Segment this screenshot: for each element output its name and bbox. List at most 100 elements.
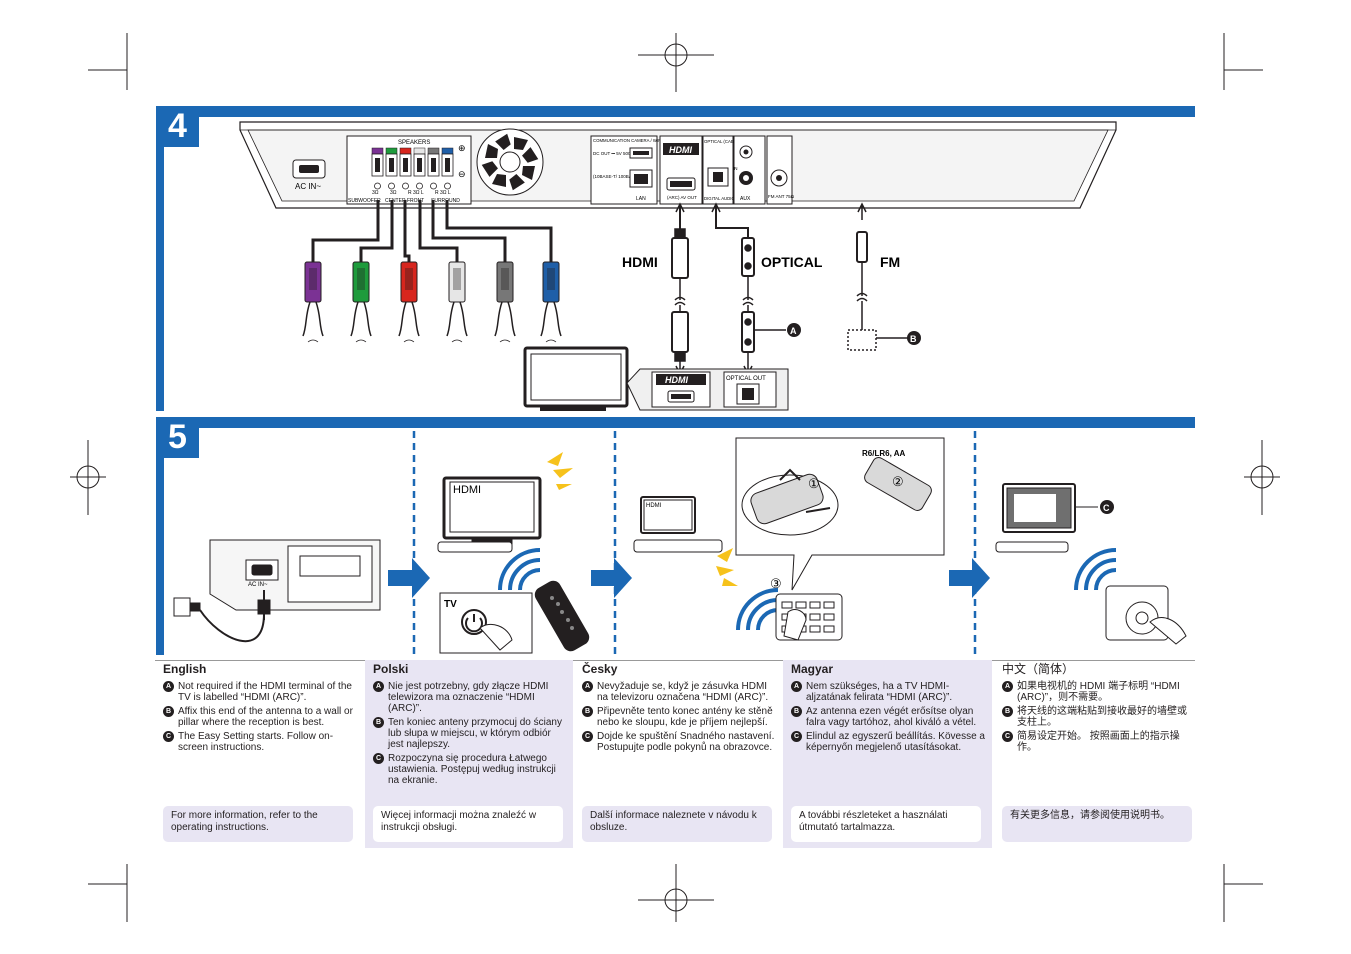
tv-power-button-callout [439,592,533,654]
signal-waves-icon [498,548,541,591]
step5-top-bar [156,417,1195,428]
lang-title: English [163,662,207,676]
marker-c: C [1103,503,1110,513]
marker-b-icon: B [1002,706,1013,717]
speaker-plug [350,261,372,343]
ohm-sub: 3Ω [372,190,379,196]
optical-cable-label: OPTICAL [761,254,823,270]
ohm-surround: R 3Ω L [435,190,451,196]
marker-c-icon: C [373,753,384,764]
marker-a-icon: A [1002,681,1013,692]
tv-optical-out-label: OPTICAL OUT [726,376,766,382]
ac-in-small-label: AC IN~ [248,582,268,588]
marker-b-icon: B [582,706,593,717]
fan-blade [485,144,498,158]
remote-control-icon [534,580,590,652]
comm-label: COMMUNICATION CAMERA / WIRELESS LAN [593,138,685,143]
marker-b-icon: B [163,706,174,717]
aux-label: AUX [740,196,751,202]
marker-a-icon: A [791,681,802,692]
battery-callout [735,437,945,591]
fm-block [766,135,793,205]
info-box: Další informace naleznete v návodu k obs… [582,806,772,842]
speaker-plug [540,261,562,343]
speaker-plug [398,261,420,343]
lan-label: LAN [636,196,646,202]
digital-audio-in-label: DIGITAL AUDIO IN [704,196,740,201]
marker-a-icon: A [582,681,593,692]
tv-hdmi-logo: HDMI [665,375,688,385]
unit-power-plug [173,539,381,643]
tv-with-unit [437,476,542,553]
lang-title: Magyar [791,662,834,676]
fan-blade [495,133,511,150]
marker-a-icon: A [373,681,384,692]
fan-blade [492,174,506,187]
arc-av-out-label: (ARC) AV OUT [667,195,697,200]
marker-a-icon: A [163,681,174,692]
lang-title: 中文（简体） [1002,662,1075,676]
marker-a: A [790,326,797,336]
step-arrow-1 [388,558,430,598]
speaker-terminal [399,147,412,190]
speaker-plug [446,261,468,343]
hdmi-cable-label: HDMI [622,254,658,270]
step-circle-2: ② [892,474,904,489]
aux-in-label: IN [733,166,738,171]
fan-blade [522,147,539,163]
marker-b-icon: B [373,717,384,728]
step5-badge: 5 [156,417,199,458]
step5-diagram: AC IN~ HDMI TV HDMI R6/LR6 [173,431,1187,655]
marker-c-icon: C [1002,731,1013,742]
speaker-plug [302,261,324,343]
step4-badge: 4 [156,106,199,147]
info-box: A további részleteket a használati útmut… [791,806,981,842]
step-circle-3: ③ [770,576,782,591]
marker-c-icon: C [163,731,174,742]
setup-tv [995,483,1098,553]
info-box: Więcej informacji można znaleźć w instru… [373,806,563,842]
speaker-plug [494,261,516,343]
cooling-fan [476,128,544,196]
step-arrow-3 [949,558,990,598]
speaker-terminal [427,147,440,190]
label-center: CENTER [385,198,406,204]
tv-hdmi-input-label: HDMI [453,484,481,496]
info-box: 有关更多信息，请参阅使用说明书。 [1002,806,1192,842]
step-circle-1: ① [808,476,820,491]
step5-left-bar [156,417,164,655]
small-tv-with-unit [633,496,723,553]
signal-waves-icon-2 [736,588,779,631]
svg-text:⊖: ⊖ [458,169,466,179]
ac-in-label: AC IN~ [295,182,321,191]
fan-blade [514,137,528,150]
fm-cable-label: FM [880,254,900,270]
step4-top-bar [156,106,1195,117]
speaker-terminal [413,147,426,190]
marker-b-icon: B [791,706,802,717]
dc-out-label: DC OUT ⎓ 5V 500mA [593,151,637,156]
fm-ant-label: FM ANT 75Ω [768,194,795,199]
lan-spec: (10BASE-T/ 100BASE-TX) [593,174,647,179]
marker-c-icon: C [582,731,593,742]
fan-blade [481,161,498,177]
battery-label: R6/LR6, AA [862,449,905,458]
step4-left-bar [156,106,164,411]
